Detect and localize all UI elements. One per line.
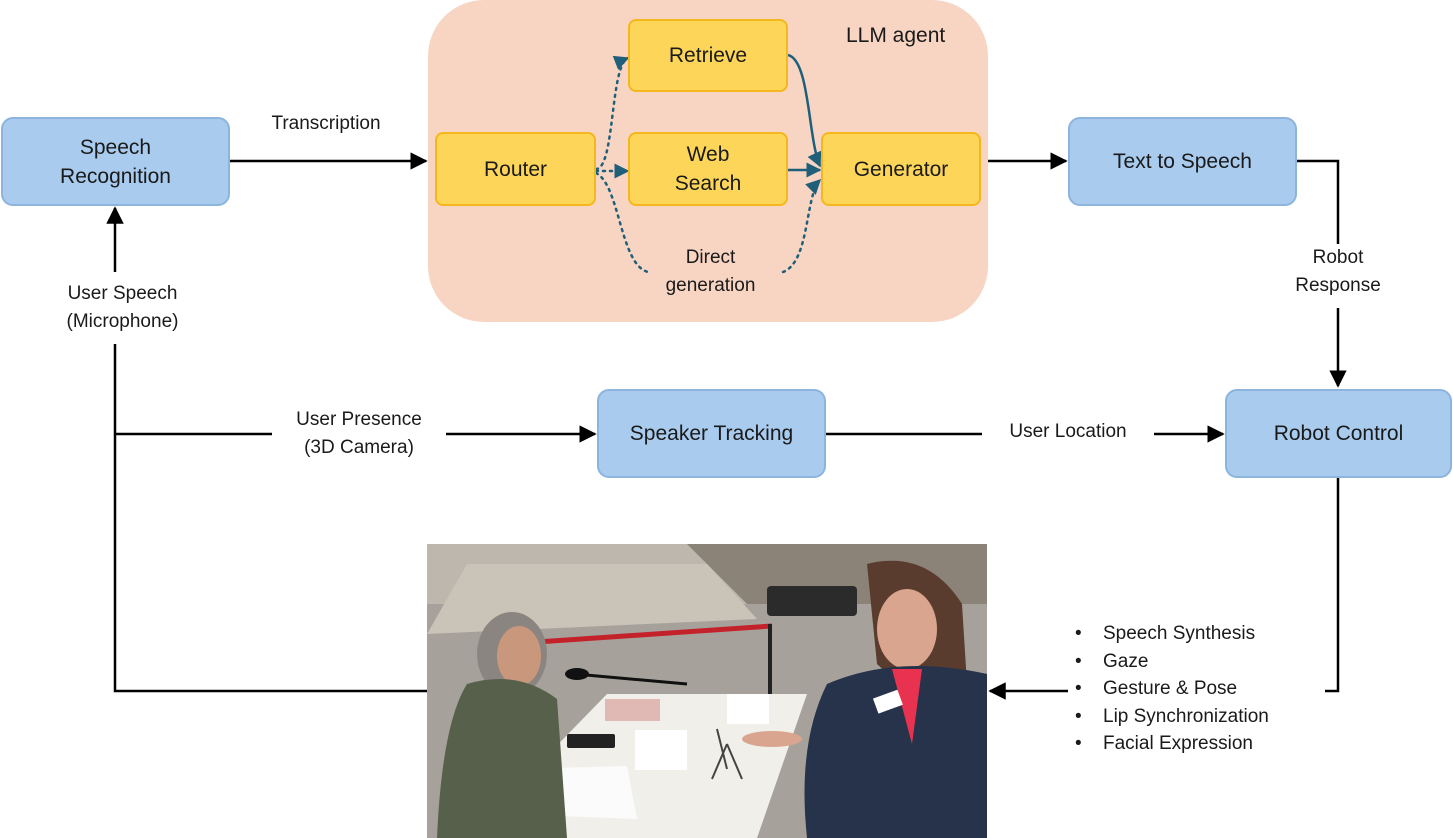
router-node: Router [435, 132, 596, 206]
interaction-photo-illustration [427, 544, 987, 838]
robot-output-item: Speech Synthesis [1075, 620, 1269, 648]
route-retrieve-generator [787, 53, 822, 168]
text-to-speech-node: Text to Speech [1068, 117, 1297, 206]
line-tts-robot-response [1297, 159, 1340, 245]
retrieve-label: Retrieve [668, 44, 748, 67]
llm-agent-title: LLM agent [846, 24, 946, 47]
generator-node: Generator [821, 132, 981, 206]
route-direct-to-generator [781, 178, 822, 274]
interaction-photo [427, 544, 987, 838]
robot-output-item: Gesture & Pose [1075, 675, 1269, 703]
line-photo-user-speech [113, 344, 427, 693]
robot-output-item: Lip Synchronization [1075, 703, 1269, 731]
speaker-tracking-label: Speaker Tracking [629, 422, 794, 445]
speech-recognition-label: Speech Recognition [60, 135, 171, 188]
router-label: Router [483, 157, 548, 181]
text-to-speech-label: Text to Speech [1113, 150, 1252, 173]
speaker-tracking-node: Speaker Tracking [597, 389, 826, 478]
web-search-label: Web Search [674, 143, 742, 195]
robot-output-item: Facial Expression [1075, 730, 1269, 758]
route-to-retrieve [594, 55, 630, 171]
robot-output-item: Gaze [1075, 648, 1269, 676]
robot-response-label: Robot Response [1278, 244, 1398, 300]
web-search-node: Web Search [628, 132, 788, 206]
user-presence-label: User Presence (3D Camera) [272, 406, 446, 462]
line-robot-control-down [1325, 478, 1340, 693]
robot-output-list: Speech Synthesis Gaze Gesture & Pose Lip… [1075, 620, 1269, 758]
user-location-label: User Location [982, 418, 1154, 446]
speech-recognition-node: Speech Recognition [1, 117, 230, 206]
generator-label: Generator [853, 157, 949, 181]
user-speech-label: User Speech (Microphone) [40, 280, 205, 336]
retrieve-node: Retrieve [628, 19, 788, 92]
transcription-label: Transcription [271, 113, 381, 134]
direct-generation-label: Direct generation [648, 244, 773, 300]
robot-control-node: Robot Control [1225, 389, 1452, 478]
route-direct-generation [594, 171, 650, 274]
robot-control-label: Robot Control [1273, 422, 1404, 445]
